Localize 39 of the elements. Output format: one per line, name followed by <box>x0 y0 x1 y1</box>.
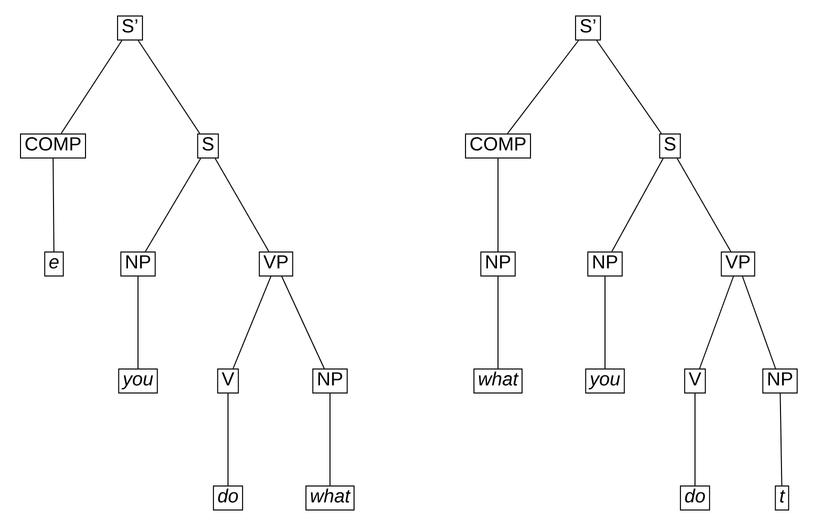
category-box: V <box>684 368 706 394</box>
category-box: NP <box>762 368 798 394</box>
category-box: COMP <box>465 134 531 158</box>
word-box: do <box>212 486 244 510</box>
tree-branch <box>144 158 202 252</box>
word-box: you <box>585 368 625 394</box>
word-box: do <box>680 486 710 510</box>
category-box: COMP <box>20 134 86 158</box>
category-box: NP <box>120 252 156 276</box>
tree-branch <box>232 276 272 369</box>
tree-branch <box>60 40 122 134</box>
word-box: what <box>305 486 355 510</box>
tree-branch <box>507 40 579 134</box>
category-box: NP <box>312 368 348 394</box>
tree-branch <box>694 393 696 486</box>
category-box: S <box>197 134 219 158</box>
tree-branch <box>604 276 606 369</box>
tree-branch <box>742 276 776 369</box>
category-box: S <box>659 134 681 158</box>
tree-branch <box>596 40 662 134</box>
word-box: you <box>118 368 158 394</box>
word-box: what <box>473 368 523 394</box>
tree-branch <box>611 158 664 252</box>
word-box: e <box>44 252 64 276</box>
word-box: t <box>774 486 790 510</box>
category-box: V <box>217 368 239 394</box>
tree-branch <box>281 276 325 369</box>
category-box: S’ <box>117 16 143 40</box>
category-box: S’ <box>575 16 601 40</box>
category-box: VP <box>258 252 294 276</box>
tree-branch <box>699 276 734 369</box>
tree-branch <box>52 158 54 252</box>
category-box: VP <box>720 252 756 276</box>
tree-branch <box>138 40 200 134</box>
tree-branch <box>214 158 270 252</box>
category-box: NP <box>480 252 516 276</box>
tree-branch <box>780 393 782 486</box>
category-box: NP <box>587 252 623 276</box>
tree-branch <box>676 158 732 252</box>
